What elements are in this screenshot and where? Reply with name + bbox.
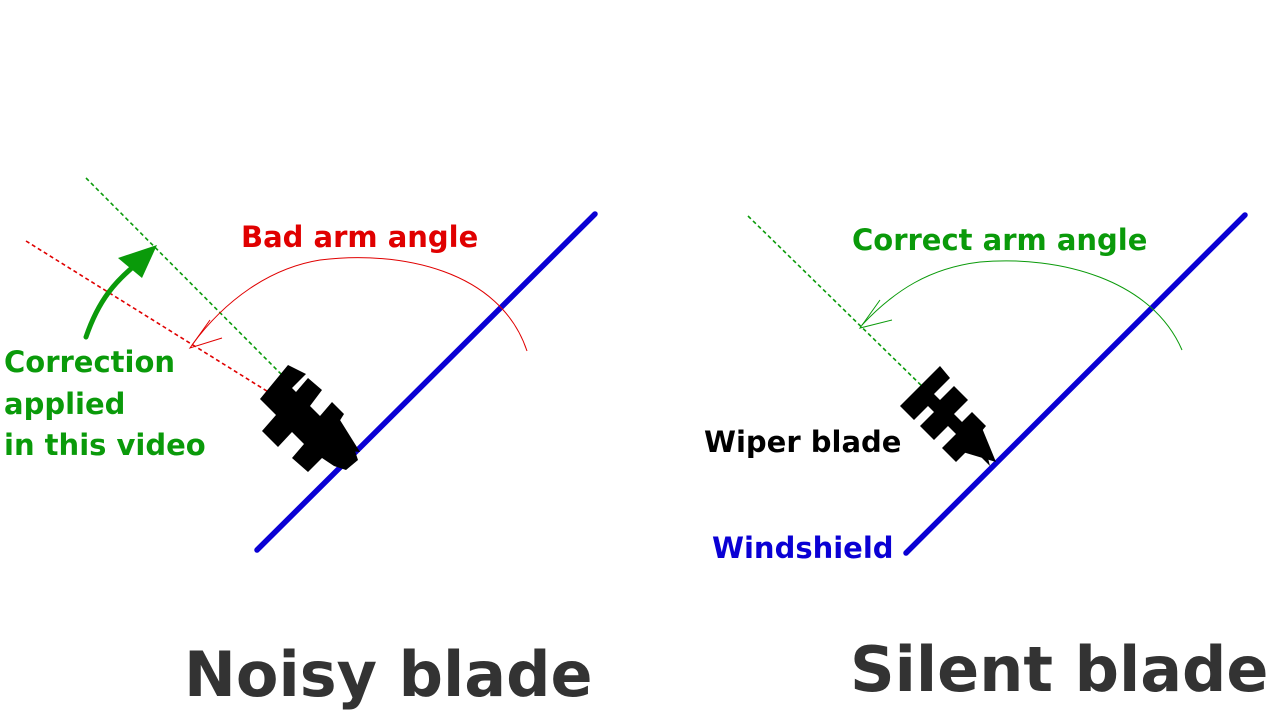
silent-blade-caption: Silent blade xyxy=(850,633,1269,706)
bad-angle-dashed-line xyxy=(25,240,271,394)
left-diagram xyxy=(25,177,598,553)
blade-rubber-left xyxy=(316,420,360,452)
correction-label-line-2: applied xyxy=(4,387,126,421)
correct-angle-arc xyxy=(861,260,1183,351)
bad-angle-arc xyxy=(191,257,528,352)
correct-angle-arrowhead xyxy=(858,299,893,329)
correct-angle-dashed-line-left xyxy=(85,177,286,379)
correct-arm-angle-label: Correct arm angle xyxy=(852,223,1148,257)
bad-arm-angle-label: Bad arm angle xyxy=(241,220,479,254)
noisy-blade-caption: Noisy blade xyxy=(184,638,593,711)
right-diagram xyxy=(747,212,1248,556)
windshield-line-right xyxy=(903,212,1248,556)
correction-label-line-1: Correction xyxy=(4,345,176,379)
correction-label-line-3: in this video xyxy=(4,428,206,462)
wiper-blade-left xyxy=(260,365,358,472)
windshield-label: Windshield xyxy=(712,531,894,565)
correction-arrowhead xyxy=(118,245,157,278)
bad-angle-arrowhead xyxy=(188,319,223,349)
windshield-line-left xyxy=(254,211,598,553)
blade-rubber-right xyxy=(956,428,996,462)
wiper-blade-label: Wiper blade xyxy=(704,425,902,459)
